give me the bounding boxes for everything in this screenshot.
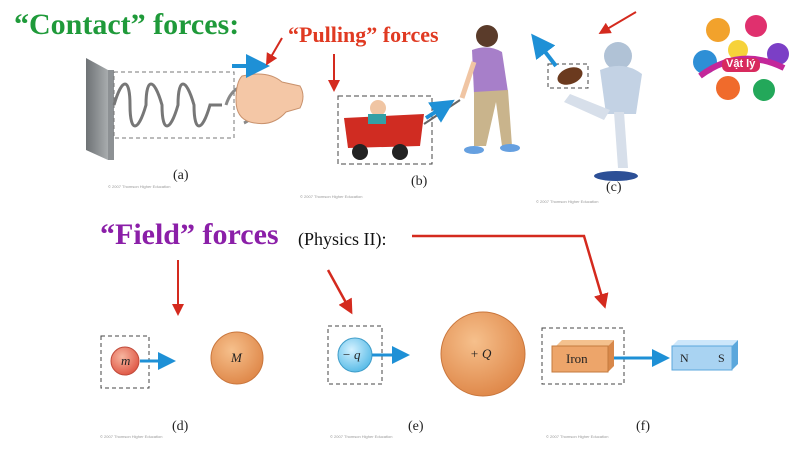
pointer-physics-to-magnet	[412, 234, 609, 309]
copyright-d: © 2007 Thomson Higher Education	[100, 434, 163, 439]
small-mass-label: m	[121, 353, 131, 368]
panel-c-kicker	[531, 33, 642, 181]
football	[557, 67, 583, 85]
pulling-forces-heading: “Pulling” forces	[288, 22, 439, 47]
logo-text: Vật lý	[726, 58, 756, 70]
football-dashed-box	[547, 63, 589, 89]
panel-d-gravity	[100, 331, 264, 389]
force-arrow-c	[531, 33, 558, 68]
iron-dashed-box	[541, 327, 625, 385]
caption-d: (d)	[172, 419, 189, 434]
shoe	[594, 171, 638, 181]
physics-ii-note: (Physics II):	[298, 229, 387, 249]
pointer-to-football	[598, 11, 637, 35]
panel-a-spring	[86, 54, 304, 160]
wagon-wheel-1	[352, 144, 368, 160]
positive-charge-ball	[440, 311, 526, 397]
spring-coil	[112, 82, 222, 128]
jersey	[600, 65, 642, 114]
magnet-top	[672, 340, 738, 346]
person-head	[476, 25, 498, 47]
negative-charge-label: − q	[342, 347, 361, 362]
positive-charge-label: + Q	[470, 346, 492, 361]
large-mass-label: M	[231, 350, 242, 365]
panel-e-electric	[327, 311, 526, 397]
force-arrow-b	[424, 99, 455, 123]
iron-label: Iron	[566, 351, 588, 366]
caption-b: (b)	[411, 174, 428, 189]
child-head	[370, 100, 386, 116]
pointer-physics-to-charge	[326, 269, 353, 315]
contact-forces-heading: “Contact” forces:	[14, 8, 240, 41]
copyright-f: © 2007 Thomson Higher Education	[546, 434, 609, 439]
iron-block	[551, 345, 609, 373]
kicking-leg	[564, 94, 610, 120]
caption-a: (a)	[173, 168, 189, 183]
caption-f: (f)	[636, 419, 650, 434]
wall	[86, 58, 108, 160]
caption-e: (e)	[408, 419, 424, 434]
field-forces-heading: “Field” forces	[100, 218, 279, 251]
iron-block-side	[608, 340, 614, 372]
pointer-to-hand	[265, 37, 283, 66]
magnet-bar	[671, 345, 733, 371]
wall-edge	[108, 70, 114, 160]
helmet	[604, 42, 632, 70]
person-arm	[459, 61, 477, 99]
panel-b-wagon	[337, 25, 520, 165]
person-pants	[474, 90, 512, 146]
hand	[235, 73, 304, 125]
south-pole-label: S	[718, 351, 725, 365]
copyright-b: © 2007 Thomson Higher Education	[300, 194, 363, 199]
vat-ly-logo	[688, 8, 792, 108]
north-pole-label: N	[680, 351, 689, 365]
iron-block-top	[556, 340, 614, 346]
person-shirt	[472, 47, 508, 94]
child-body	[368, 114, 386, 124]
wagon-wheel-2	[392, 144, 408, 160]
caption-c: (c)	[606, 180, 622, 195]
wagon-body	[344, 114, 424, 148]
copyright-c: © 2007 Thomson Higher Education	[536, 199, 599, 204]
wagon-handle	[423, 99, 461, 125]
small-mass-ball	[110, 346, 140, 376]
person-shoe-1	[464, 146, 484, 154]
copyright-a: © 2007 Thomson Higher Education	[108, 184, 171, 189]
wagon-dashed-box	[337, 95, 433, 165]
person-shoe-2	[500, 144, 520, 152]
copyright-e: © 2007 Thomson Higher Education	[330, 434, 393, 439]
panel-f-magnet	[541, 327, 738, 385]
large-mass-ball	[210, 331, 264, 385]
standing-leg	[614, 112, 628, 168]
magnet-side	[732, 340, 738, 370]
